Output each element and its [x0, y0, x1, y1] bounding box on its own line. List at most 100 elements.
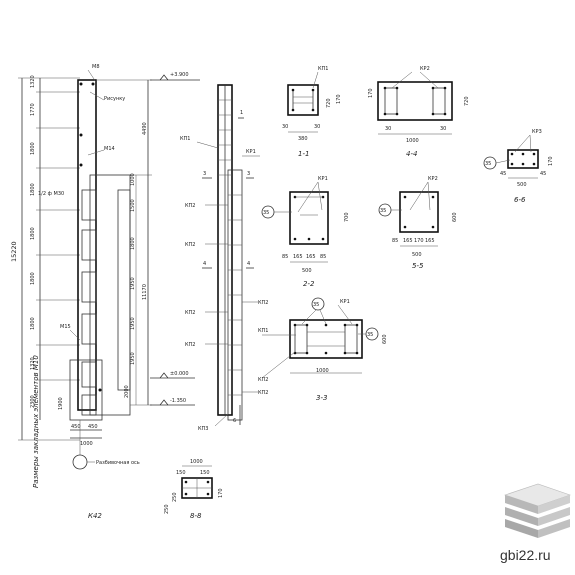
svg-text:35: 35	[367, 332, 373, 338]
svg-text:-1.350: -1.350	[170, 398, 186, 404]
svg-text:2-2: 2-2	[303, 280, 315, 288]
rc-label-kp1: КП1	[180, 136, 191, 142]
height-dim-1: 1320	[30, 75, 36, 88]
svg-text:35: 35	[313, 302, 319, 308]
right-dim-upper: 4490	[142, 122, 148, 135]
inner-dim-5: 1950	[130, 317, 136, 330]
svg-text:1000: 1000	[190, 459, 203, 465]
label-m14: М14	[104, 146, 115, 152]
section-8-8: 1000 150 150 250 250 170 8-8	[164, 459, 224, 520]
cut-mark-3a: 3	[203, 171, 206, 177]
rc-label-kp2-d: КП2	[185, 342, 196, 348]
svg-text:600: 600	[452, 212, 458, 222]
svg-text:720: 720	[464, 96, 470, 106]
svg-text:КП1: КП1	[318, 66, 329, 72]
svg-text:165: 165	[425, 238, 435, 244]
inner-dim-6: 1950	[130, 352, 136, 365]
svg-text:1000: 1000	[316, 368, 329, 374]
section-3-3: 35 35 КР1 КП1 КП2 1000 600 3-3	[258, 297, 388, 402]
svg-text:КР1: КР1	[318, 176, 328, 182]
svg-text:170: 170	[414, 238, 424, 244]
svg-text:КП1: КП1	[258, 328, 269, 334]
inner-dim-2: 1500	[130, 199, 136, 212]
rc-label-kp2-f: КП2	[258, 390, 269, 396]
height-dim-6: 1800	[30, 272, 36, 285]
svg-text:±0.000: ±0.000	[170, 371, 189, 377]
svg-text:250: 250	[164, 504, 170, 514]
label-picture: Рисунку	[104, 96, 125, 102]
svg-text:6-6: 6-6	[514, 196, 526, 204]
svg-text:КП2: КП2	[258, 377, 269, 383]
label-anchor: 1/2 ф M30	[38, 191, 64, 197]
cut-mark-4b: 4	[247, 261, 250, 267]
section-4-4: КР2 1000 30 30 170 720 4-4	[368, 66, 470, 158]
svg-text:170: 170	[218, 488, 224, 498]
svg-text:165: 165	[306, 254, 316, 260]
inner-dim-8: 1900	[58, 397, 64, 410]
section-2-2: КР1 35 500 85 165 165 85 700 2-2	[261, 176, 350, 288]
svg-text:85: 85	[282, 254, 288, 260]
elevation-title: К42	[88, 512, 102, 520]
rc-label-kp3: КП3	[198, 426, 209, 432]
level-zero: ±0.000	[150, 371, 195, 379]
rc-label-kp2-e: КП2	[258, 300, 269, 306]
inner-dim-3: 1800	[130, 237, 136, 250]
svg-text:3-3: 3-3	[316, 394, 327, 402]
svg-text:30: 30	[282, 124, 288, 130]
svg-text:КР2: КР2	[428, 176, 438, 182]
svg-text:600: 600	[382, 334, 388, 344]
svg-text:30: 30	[385, 126, 391, 132]
svg-text:35: 35	[485, 161, 491, 167]
svg-text:250: 250	[172, 492, 178, 502]
rc-label-kp2-b: КП2	[185, 242, 196, 248]
reinforcement-column: 1 3 3 4 4 6 КП1 КП2 КП2 КП2 КП2 КП3 КР1 …	[180, 84, 269, 432]
svg-text:1-1: 1-1	[298, 150, 309, 158]
height-dim-3: 1800	[30, 142, 36, 155]
height-dim-8: 1320	[30, 357, 36, 370]
svg-text:165: 165	[403, 238, 413, 244]
inner-dim-7: 2000	[124, 385, 130, 398]
svg-text:85: 85	[392, 238, 398, 244]
height-dim-9: 2300	[30, 395, 36, 408]
svg-text:165: 165	[293, 254, 303, 260]
svg-text:500: 500	[517, 182, 527, 188]
side-note: Размеры закладных элементов М10	[32, 355, 40, 488]
watermark-logo	[504, 483, 571, 538]
height-dim-7: 1800	[30, 317, 36, 330]
label-m15: М15	[60, 324, 71, 330]
svg-text:КР1: КР1	[340, 299, 350, 305]
svg-text:85: 85	[320, 254, 326, 260]
level-bottom: -1.350	[150, 398, 195, 406]
cut-mark-1: 1	[240, 110, 243, 116]
rc-label-kp2-a: КП2	[185, 203, 196, 209]
svg-text:КР3: КР3	[532, 129, 542, 135]
cut-mark-4a: 4	[203, 261, 206, 267]
column-elevation: 15220 1320 1770 1800 1800 1800 1800 1800…	[10, 64, 200, 520]
svg-text:150: 150	[176, 470, 186, 476]
label-m8: М8	[92, 64, 100, 70]
svg-text:30: 30	[440, 126, 446, 132]
inner-dim-1: 1000	[130, 173, 136, 186]
svg-text:8-8: 8-8	[190, 512, 202, 520]
svg-text:35: 35	[263, 210, 269, 216]
height-dim-5: 1800	[30, 227, 36, 240]
section-1-1: КП1 380 30 30 720 170 1-1	[282, 66, 342, 158]
cut-mark-3b: 3	[247, 171, 250, 177]
base-dim-450b: 450	[88, 424, 98, 430]
axis-label: Разбивочная ось	[96, 460, 140, 466]
svg-text:170: 170	[368, 88, 374, 98]
svg-text:700: 700	[344, 212, 350, 222]
right-dim-lower: 11170	[142, 284, 148, 300]
inner-dim-4: 1950	[130, 277, 136, 290]
section-5-5: КР2 35 500 85 165 170 165 600 5-5	[378, 176, 458, 270]
level-top: +3.900	[150, 72, 200, 81]
svg-text:500: 500	[412, 252, 422, 258]
height-dim-4: 1800	[30, 183, 36, 196]
svg-text:+3.900: +3.900	[170, 72, 189, 78]
section-6-6: КР3 35 500 45 45 170 6-6	[483, 129, 554, 204]
total-height-dim: 15220	[10, 241, 18, 262]
svg-text:500: 500	[302, 268, 312, 274]
height-dim-2: 1770	[30, 103, 36, 116]
svg-text:150: 150	[200, 470, 210, 476]
rc-label-kr1: КР1	[246, 149, 256, 155]
